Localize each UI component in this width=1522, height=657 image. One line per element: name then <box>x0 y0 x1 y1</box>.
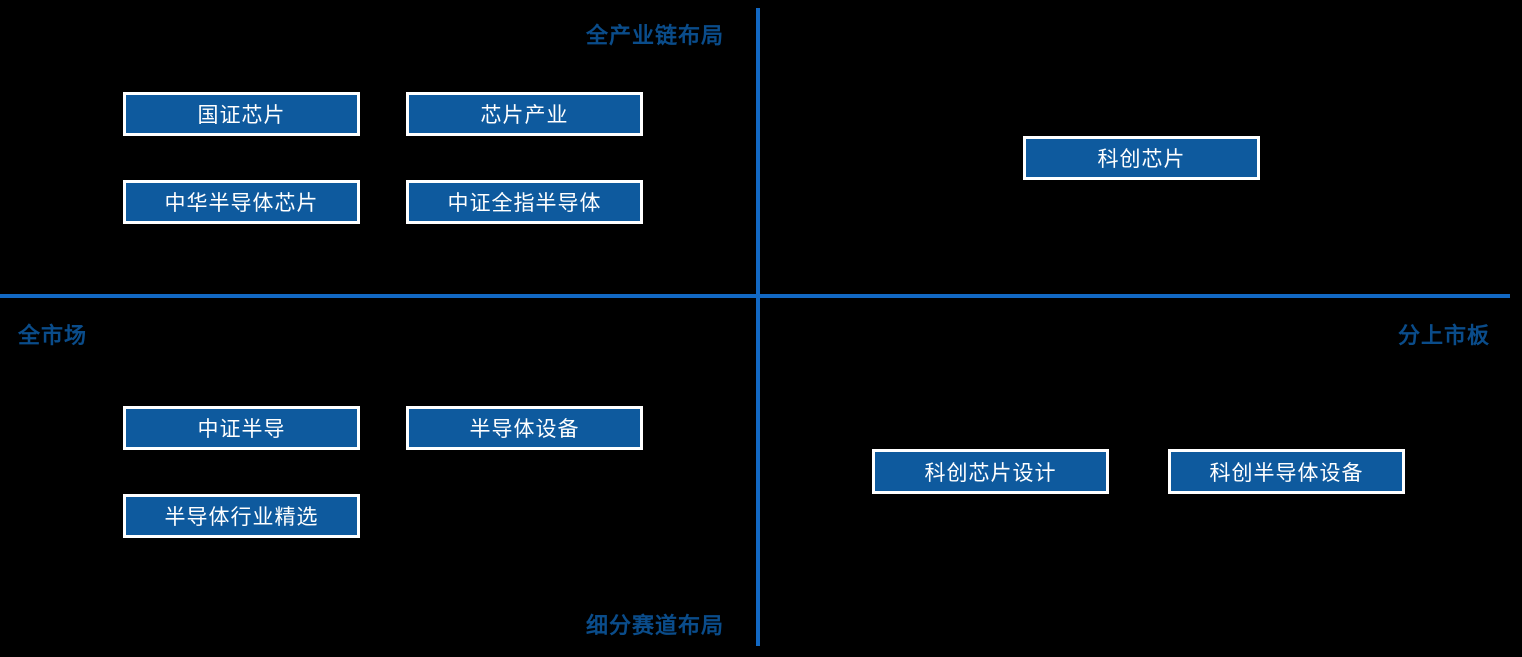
axis-label-top: 全产业链布局 <box>586 23 725 48</box>
axis-label-right: 分上市板 <box>1398 323 1491 348</box>
index-box[interactable]: 芯片产业 <box>406 92 643 136</box>
axis-label-left: 全市场 <box>18 323 88 348</box>
index-box[interactable]: 中华半导体芯片 <box>123 180 360 224</box>
index-box[interactable]: 中证全指半导体 <box>406 180 643 224</box>
index-box[interactable]: 科创芯片设计 <box>872 449 1109 494</box>
index-box[interactable]: 科创半导体设备 <box>1168 449 1405 494</box>
index-box[interactable]: 半导体行业精选 <box>123 494 360 538</box>
index-box[interactable]: 中证半导 <box>123 406 360 450</box>
index-box[interactable]: 科创芯片 <box>1023 136 1260 180</box>
vertical-axis-line <box>756 8 760 646</box>
index-box[interactable]: 半导体设备 <box>406 406 643 450</box>
horizontal-axis-line <box>0 294 1510 298</box>
axis-label-bottom: 细分赛道布局 <box>586 613 725 638</box>
index-box[interactable]: 国证芯片 <box>123 92 360 136</box>
